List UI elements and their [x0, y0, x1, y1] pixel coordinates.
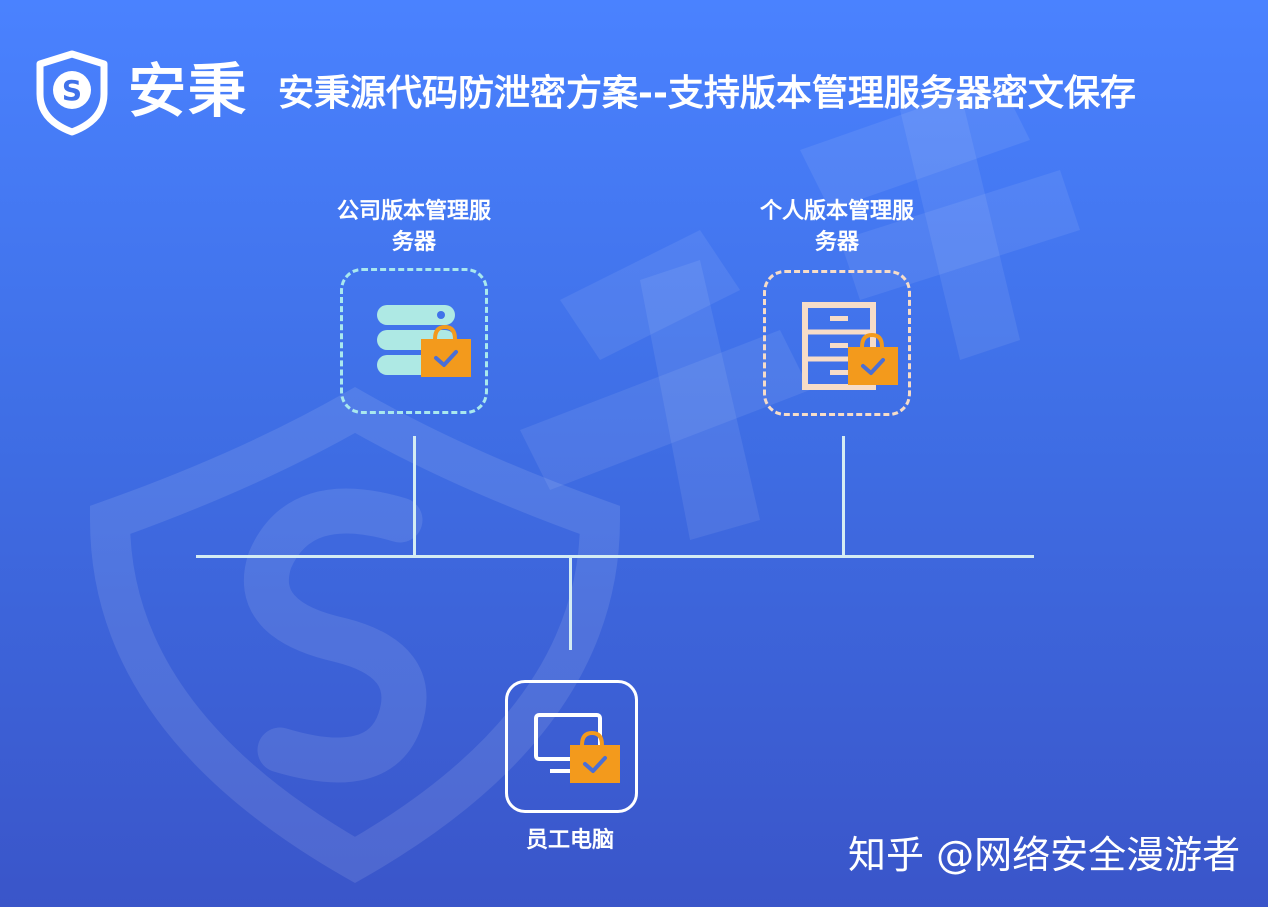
connector-employee — [569, 556, 572, 650]
monitor-icon — [534, 713, 620, 783]
lock-check-icon — [421, 324, 471, 377]
connector-company — [413, 436, 416, 556]
company-server-label-line2: 务器 — [391, 230, 436, 255]
company-server-node[interactable] — [340, 268, 488, 414]
footer-credit: 知乎 @网络安全漫游者 — [848, 833, 1241, 877]
file-cabinet-icon — [802, 302, 898, 390]
company-server-label-line1: 公司版本管理服 — [336, 199, 491, 224]
personal-server-node[interactable] — [763, 270, 911, 416]
lock-check-icon — [848, 332, 898, 385]
logo-letter: S — [62, 74, 82, 107]
page-title: 安秉源代码防泄密方案--支持版本管理服务器密文保存 — [278, 73, 1136, 114]
personal-server-label: 个人版本管理服 务器 — [737, 196, 937, 258]
server-stack-icon — [377, 305, 471, 377]
company-server-label: 公司版本管理服 务器 — [314, 196, 514, 258]
shield-icon: S — [36, 50, 108, 136]
connector-personal — [842, 436, 845, 556]
employee-pc-label: 员工电脑 — [525, 828, 614, 853]
personal-server-label-line1: 个人版本管理服 — [759, 199, 914, 224]
lock-check-icon — [570, 730, 620, 783]
connector-bus — [196, 555, 1034, 558]
personal-server-label-line2: 务器 — [814, 230, 859, 255]
brand-name: 安秉 — [128, 57, 249, 125]
brand-logo: S — [34, 50, 110, 140]
employee-pc-node[interactable] — [505, 680, 638, 813]
